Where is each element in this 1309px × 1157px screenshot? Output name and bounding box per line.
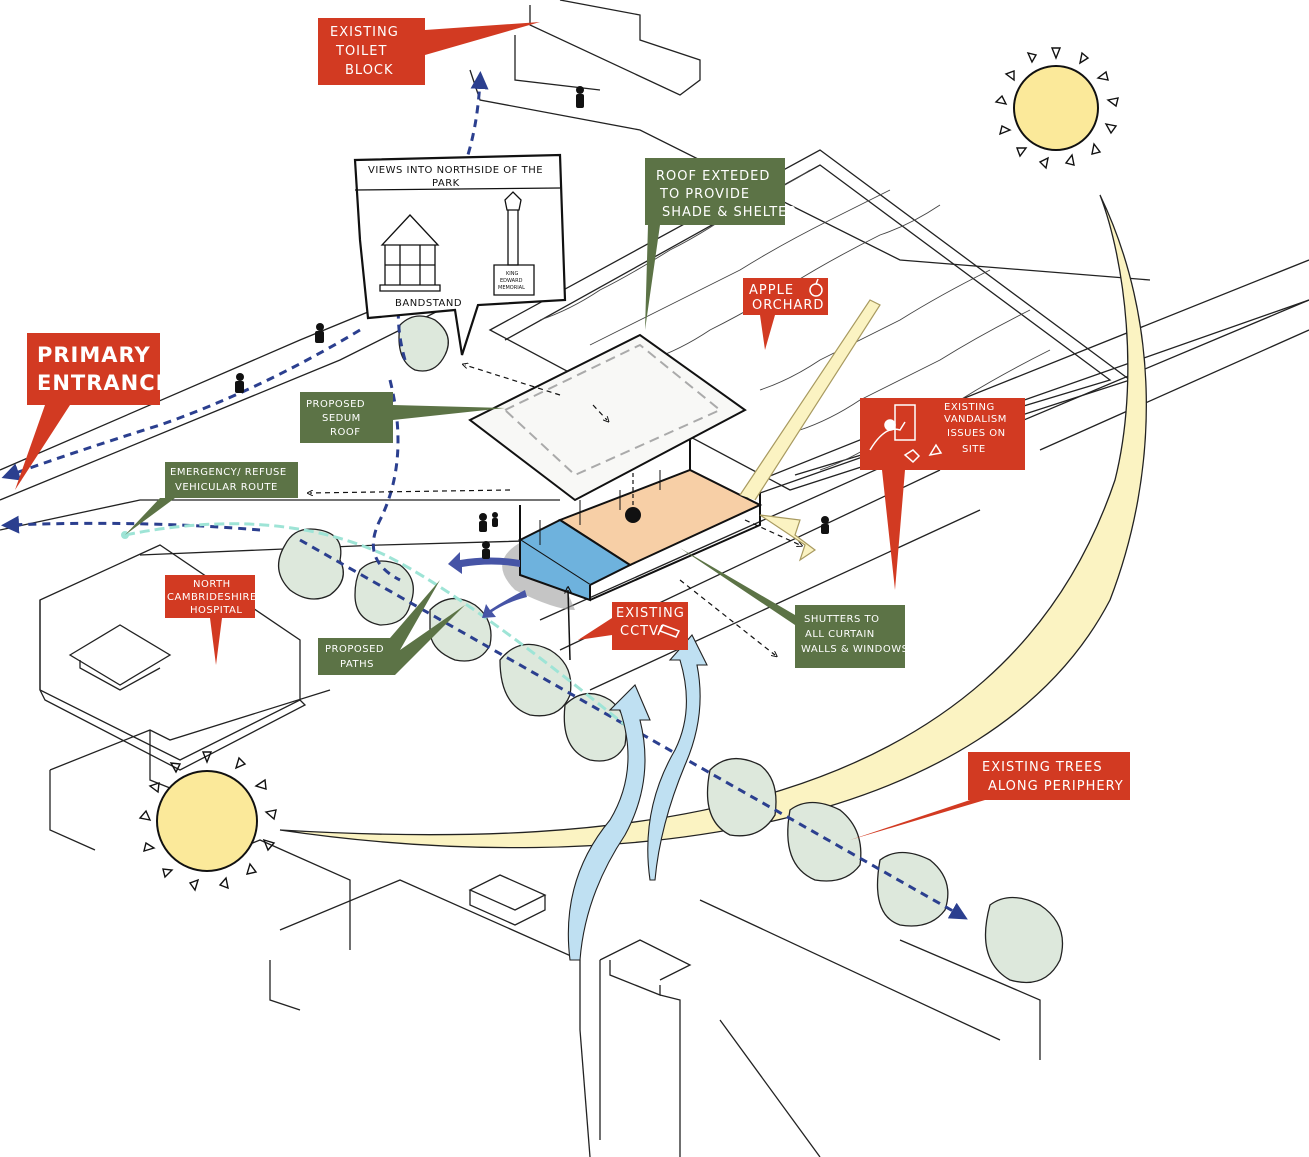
person-icon: [482, 541, 490, 559]
sun-icon: [994, 47, 1119, 170]
svg-text:VANDALISM: VANDALISM: [944, 414, 1007, 425]
access-arrows: [448, 552, 527, 618]
bandstand-label: BANDSTAND: [395, 298, 462, 309]
svg-text:ROOF EXTEDED: ROOF EXTEDED: [656, 169, 770, 184]
views-title-line-2: PARK: [432, 178, 460, 189]
tree-icon: [278, 528, 344, 600]
memorial-sketch: [493, 191, 535, 296]
svg-text:ISSUES ON: ISSUES ON: [947, 428, 1006, 439]
svg-text:SEDUM: SEDUM: [322, 413, 361, 424]
svg-text:CAMBRIDESHIRE: CAMBRIDESHIRE: [167, 592, 257, 603]
room-blue: [517, 518, 633, 587]
svg-text:SITE: SITE: [962, 444, 986, 455]
sunlight-arrow: [739, 299, 881, 562]
bandstand-sketch: [379, 214, 441, 292]
svg-text:TO PROVIDE: TO PROVIDE: [659, 187, 750, 202]
person-icon: [235, 373, 244, 393]
svg-text:CCTV: CCTV: [620, 624, 659, 639]
label-existing-vandalism: EXISTING VANDALISM ISSUES ON SITE: [860, 398, 1025, 590]
cctv-camera-icon: [657, 624, 681, 638]
tree-icon: [787, 801, 862, 882]
label-north-cambridgeshire-hospital: NORTH CAMBRIDESHIRE HOSPITAL: [165, 575, 257, 665]
svg-text:ALONG PERIPHERY: ALONG PERIPHERY: [988, 779, 1124, 794]
person-icon: [821, 516, 829, 534]
svg-text:NORTH: NORTH: [193, 579, 231, 590]
svg-text:PROPOSED: PROPOSED: [325, 644, 384, 655]
label-existing-trees: EXISTING TREES ALONG PERIPHERY: [850, 752, 1130, 840]
person-icon: [492, 512, 498, 527]
svg-text:SHADE & SHELTER: SHADE & SHELTER: [662, 205, 797, 220]
svg-text:TOILET: TOILET: [335, 44, 387, 59]
svg-text:PATHS: PATHS: [340, 659, 374, 670]
views-title-line-1: VIEWS INTO NORTHSIDE OF THE: [368, 165, 543, 176]
proposed-pavilion: [468, 333, 763, 610]
svg-text:WALLS & WINDOWS: WALLS & WINDOWS: [801, 644, 908, 655]
label-proposed-sedum-roof: PROPOSED SEDUM ROOF: [300, 392, 505, 443]
svg-text:ROOF: ROOF: [330, 427, 360, 438]
label-existing-cctv: EXISTING CCTV: [578, 602, 688, 650]
people: [235, 86, 829, 559]
svg-text:EXISTING: EXISTING: [330, 25, 399, 40]
svg-text:EMERGENCY/ REFUSE: EMERGENCY/ REFUSE: [170, 467, 287, 478]
label-shutters: SHUTTERS TO ALL CURTAIN WALLS & WINDOWS: [680, 548, 908, 668]
sun-icon: [138, 751, 277, 892]
label-emergency-route: EMERGENCY/ REFUSE VEHICULAR ROUTE: [125, 462, 298, 535]
memorial-label-line-2: EDWARD: [500, 278, 523, 284]
svg-text:ORCHARD: ORCHARD: [752, 298, 824, 313]
memorial-label-line-3: MEMORIAL: [498, 285, 525, 291]
svg-text:ENTRANCE: ENTRANCE: [37, 371, 171, 395]
apple-icon: [809, 278, 823, 297]
svg-text:BLOCK: BLOCK: [345, 63, 394, 78]
route-west: [1, 515, 261, 534]
svg-text:EXISTING: EXISTING: [616, 606, 685, 621]
person-icon: [576, 86, 584, 108]
label-apple-orchard: APPLE ORCHARD: [743, 278, 828, 350]
tree-icon: [706, 758, 777, 837]
svg-text:PROPOSED: PROPOSED: [306, 399, 365, 410]
label-primary-entrance: PRIMARY ENTRANCE: [15, 333, 171, 490]
route-primary-entrance: [1, 328, 361, 481]
tree-icon: [354, 560, 414, 626]
svg-text:SHUTTERS TO: SHUTTERS TO: [804, 614, 880, 625]
svg-text:EXISTING TREES: EXISTING TREES: [982, 760, 1103, 775]
label-existing-toilet-block: EXISTING TOILET BLOCK: [318, 18, 540, 85]
movement-arrows: [310, 365, 800, 655]
svg-text:ALL CURTAIN: ALL CURTAIN: [805, 629, 875, 640]
wind-arrows: [567, 634, 708, 961]
vandal-figure-icon: [869, 404, 943, 464]
person-icon: [315, 323, 324, 343]
label-roof-extended: ROOF EXTEDED TO PROVIDE SHADE & SHELTER: [645, 158, 797, 330]
emergency-vehicular-route: [124, 522, 626, 727]
svg-text:EXISTING: EXISTING: [944, 402, 995, 413]
person-icon: [479, 513, 487, 532]
tree-icon: [984, 896, 1064, 984]
views-bubble: VIEWS INTO NORTHSIDE OF THE PARK BANDSTA…: [353, 153, 567, 356]
svg-text:VEHICULAR ROUTE: VEHICULAR ROUTE: [175, 482, 278, 493]
label-proposed-paths: PROPOSED PATHS: [318, 580, 465, 675]
tree-icon: [398, 315, 449, 372]
svg-text:PRIMARY: PRIMARY: [37, 343, 151, 367]
tree-icon: [499, 643, 572, 717]
svg-text:HOSPITAL: HOSPITAL: [190, 605, 242, 616]
svg-text:APPLE: APPLE: [749, 283, 794, 298]
memorial-label-line-1: KING: [506, 271, 518, 277]
